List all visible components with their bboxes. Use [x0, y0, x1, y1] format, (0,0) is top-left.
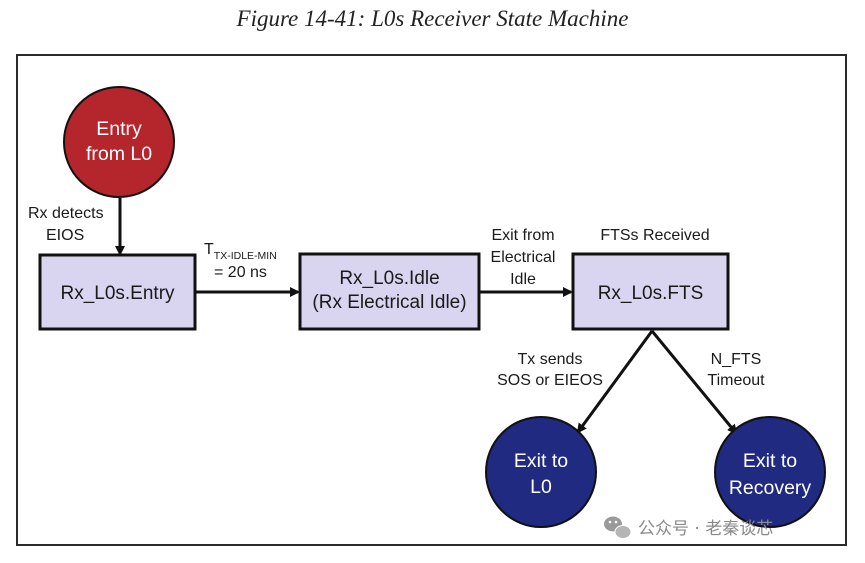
rx-l0s-idle-line2: (Rx Electrical Idle) — [312, 292, 466, 313]
entry-node-line2: from L0 — [86, 143, 152, 165]
wechat-icon — [604, 516, 632, 539]
rx-l0s-idle-line1: Rx_L0s.Idle — [339, 268, 439, 289]
edge-fts-to-exit-recovery — [650, 330, 738, 435]
entry-node-line1: Entry — [96, 118, 142, 140]
rx-l0s-idle-node: Rx_L0s.Idle (Rx Electrical Idle) — [298, 252, 481, 331]
label-20ns: = 20 ns — [214, 264, 267, 281]
exit-l0-line1: Exit to — [514, 450, 568, 472]
exit-to-l0-node: Exit to L0 — [485, 416, 597, 528]
label-tx-sends: Tx sends — [518, 351, 583, 368]
label-tx-idle-min: TTX-IDLE-MIN — [204, 241, 277, 262]
label-exit-from: Exit from — [491, 227, 554, 244]
exit-recovery-line2: Recovery — [729, 477, 812, 499]
watermark-text: 公众号 · 老秦谈芯 — [638, 519, 773, 539]
exit-to-recovery-node: Exit to Recovery — [714, 416, 826, 528]
label-rx-detects: Rx detects — [28, 205, 104, 222]
entry-from-l0-node: Entry from L0 — [63, 86, 175, 198]
exit-recovery-line1: Exit to — [743, 450, 797, 472]
figure-caption: Figure 14-41: L0s Receiver State Machine — [236, 6, 629, 31]
diagram-frame — [16, 54, 847, 546]
label-timeout: Timeout — [707, 372, 765, 389]
rx-l0s-entry-label: Rx_L0s.Entry — [60, 283, 175, 304]
label-ftss-received: FTSs Received — [600, 227, 709, 244]
rx-l0s-fts-node: Rx_L0s.FTS — [571, 252, 730, 331]
rx-l0s-fts-label: Rx_L0s.FTS — [598, 283, 704, 304]
rx-l0s-entry-node: Rx_L0s.Entry — [38, 253, 197, 331]
label-sos-or-eieos: SOS or EIEOS — [497, 372, 603, 389]
label-eios: EIOS — [46, 227, 84, 244]
edge-fts-to-exit-l0 — [576, 330, 654, 434]
label-n-fts: N_FTS — [711, 351, 762, 368]
label-idle: Idle — [510, 271, 536, 288]
exit-l0-line2: L0 — [530, 476, 552, 498]
label-electrical: Electrical — [491, 249, 556, 266]
